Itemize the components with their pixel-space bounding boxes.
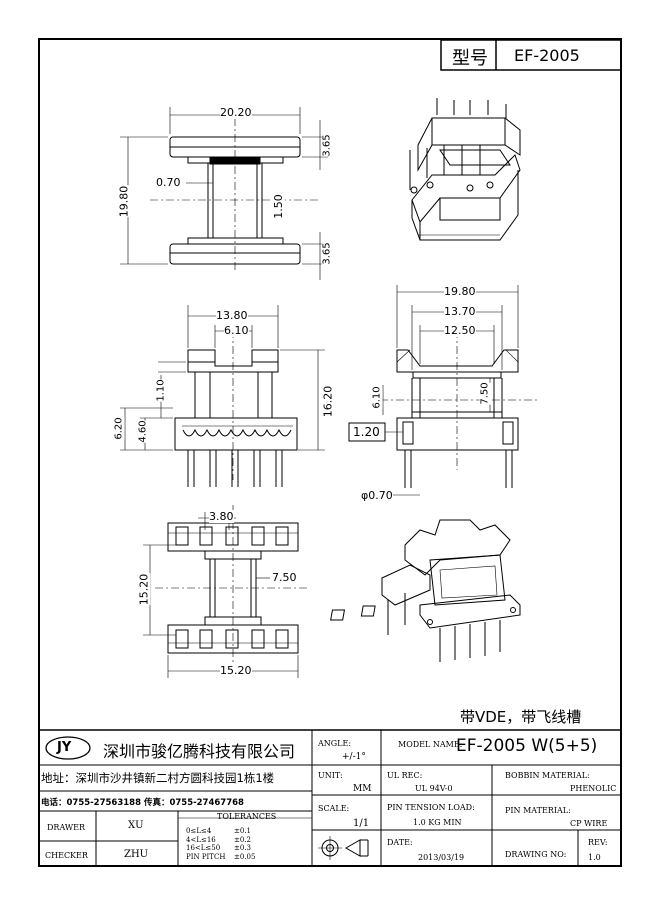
company-address: 地址：深圳市沙井镇新二村方圆科技园1栋1楼: [41, 771, 275, 785]
dim-top-pin-gap: 0.70: [156, 176, 181, 189]
projection-symbol-icon: [318, 836, 369, 860]
date-value: 2013/03/19: [418, 853, 465, 862]
checker-label: CHECKER: [45, 851, 88, 860]
dim-side-pin-diameter: φ0.70: [361, 489, 393, 502]
dim-bottom-width: 15.20: [220, 664, 252, 677]
title-block-grid: [38, 729, 622, 867]
isometric-view-top: [409, 98, 521, 241]
top-view-drawing: [120, 107, 328, 280]
dim-side-slot-height: 6.10: [371, 386, 383, 409]
dim-side-pin-offset: 1.20: [353, 425, 380, 439]
note-text: 带VDE，带飞线槽: [460, 708, 582, 726]
model-box-outline: [440, 39, 622, 71]
dim-front-slot-width: 6.10: [224, 324, 249, 337]
dim-front-base-height: 6.20: [113, 417, 125, 440]
tolerance-table: 0≤L≤4±0.1 4<L≤16±0.2 16<L≤50±0.3 PIN PIT…: [186, 827, 255, 861]
unit-value: MM: [353, 784, 372, 794]
dim-bottom-pin-pitch: 3.80: [209, 510, 234, 523]
tolerance-row: PIN PITCH±0.05: [186, 852, 256, 861]
company-phone: 电话：0755-27563188 传真：0755-27467768: [41, 798, 244, 808]
model-name-label: MODEL NAME:: [398, 740, 463, 749]
checker-value: ZHU: [124, 849, 149, 860]
tolerance-row: 16<L≤50±0.3: [186, 844, 251, 852]
model-name-value: EF-2005 W(5+5): [456, 736, 598, 756]
scale-value: 1/1: [353, 818, 370, 829]
dim-front-base-inner: 4.60: [137, 420, 149, 443]
angle-label: ANGLE:: [318, 739, 352, 748]
dim-front-top-thickness: 1.10: [155, 379, 167, 402]
pin-material-label: PIN MATERIAL:: [505, 806, 571, 815]
dim-front-height: 16.20: [321, 385, 335, 418]
dim-top-flange-bottom: 3.65: [321, 242, 333, 265]
drawing-frame: [38, 38, 622, 867]
drawer-value: XU: [128, 820, 144, 831]
date-label: DATE:: [387, 838, 413, 847]
angle-value: +/-1°: [342, 752, 366, 762]
ul-label: UL REC:: [387, 771, 423, 780]
dim-side-core-height: 7.50: [479, 382, 491, 405]
model-label: 型号: [452, 48, 488, 69]
pin-material-value: CP WIRE: [570, 819, 608, 828]
tolerance-row: 0≤L≤4±0.1: [186, 827, 251, 835]
dim-top-height: 19.80: [117, 185, 131, 218]
rev-value: 1.0: [588, 853, 601, 862]
bobbin-label: BOBBIN MATERIAL:: [505, 771, 590, 780]
drawer-label: DRAWER: [47, 823, 85, 832]
bobbin-value: PHENOLIC: [570, 784, 617, 793]
front-view-drawing: [120, 305, 325, 487]
scale-label: SCALE:: [318, 804, 350, 813]
model-value: EF-2005: [514, 46, 580, 65]
dim-top-core-gap: 1.50: [271, 194, 285, 219]
company-name: 深圳市骏亿腾科技有限公司: [103, 742, 296, 761]
dim-top-width: 20.20: [220, 106, 252, 119]
rev-label: REV:: [588, 838, 608, 847]
isometric-view-bottom: [330, 519, 521, 662]
unit-label: UNIT:: [318, 771, 343, 780]
dim-bottom-core: 7.50: [272, 571, 297, 584]
bottom-view-drawing: [143, 505, 310, 678]
dim-bottom-height: 15.20: [137, 573, 151, 606]
ul-value: UL 94V-0: [415, 784, 453, 793]
company-logo: JY: [57, 740, 72, 755]
tolerance-row: 4<L≤16±0.2: [186, 835, 251, 844]
tension-value: 1.0 KG MIN: [413, 818, 462, 827]
dim-side-inner-width: 12.50: [444, 324, 476, 337]
side-view-drawing: [348, 285, 540, 496]
dim-top-flange-top: 3.65: [321, 134, 333, 157]
tolerances-title: TOLERANCES: [217, 812, 277, 821]
company-logo-oval: [45, 736, 91, 760]
dim-side-outer-width: 19.80: [444, 285, 476, 298]
tension-label: PIN TENSION LOAD:: [387, 803, 475, 812]
drawing-no-label: DRAWING NO:: [505, 850, 567, 859]
dim-front-outer-width: 13.80: [216, 309, 248, 322]
dim-side-mid-width: 13.70: [444, 305, 476, 318]
